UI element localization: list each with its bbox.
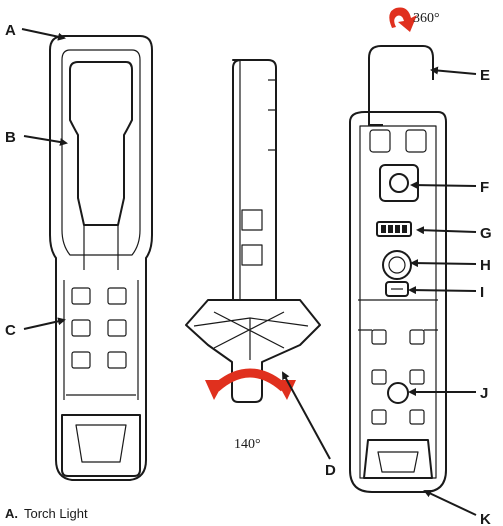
callout-e: E — [480, 67, 490, 84]
rotation-arrow-140 — [205, 368, 296, 400]
callout-d: D — [325, 462, 336, 479]
callout-c: C — [5, 322, 16, 339]
rotation-label-360: 360° — [413, 11, 440, 26]
callout-j: J — [480, 385, 488, 402]
legend-letter: A. — [5, 506, 18, 521]
battery-indicator — [376, 221, 412, 237]
callout-b: B — [5, 129, 16, 146]
legend-name: Torch Light — [24, 506, 88, 521]
callout-a: A — [5, 22, 16, 39]
back-base — [363, 439, 433, 479]
callout-h: H — [480, 257, 491, 274]
rotation-label-140: 140° — [234, 437, 261, 452]
grip-pads — [71, 287, 127, 369]
magnet-button — [387, 382, 409, 404]
back-grip-pads — [371, 329, 425, 425]
callout-lines — [21, 28, 477, 516]
callout-f: F — [480, 179, 489, 196]
rotation-arrow-360 — [389, 7, 417, 32]
callout-k: K — [480, 511, 491, 526]
power-button — [382, 250, 412, 280]
back-view — [349, 45, 447, 493]
callout-i: I — [480, 284, 484, 301]
front-view — [49, 35, 153, 481]
side-view — [185, 59, 321, 403]
pivot-head — [185, 299, 321, 403]
front-base — [61, 414, 141, 477]
usb-port — [385, 281, 409, 297]
callout-g: G — [480, 225, 492, 242]
mode-button-f — [389, 173, 409, 193]
legend-item-a: A. Torch Light — [5, 506, 88, 521]
front-lens — [69, 61, 133, 226]
hanging-hook — [368, 45, 434, 126]
